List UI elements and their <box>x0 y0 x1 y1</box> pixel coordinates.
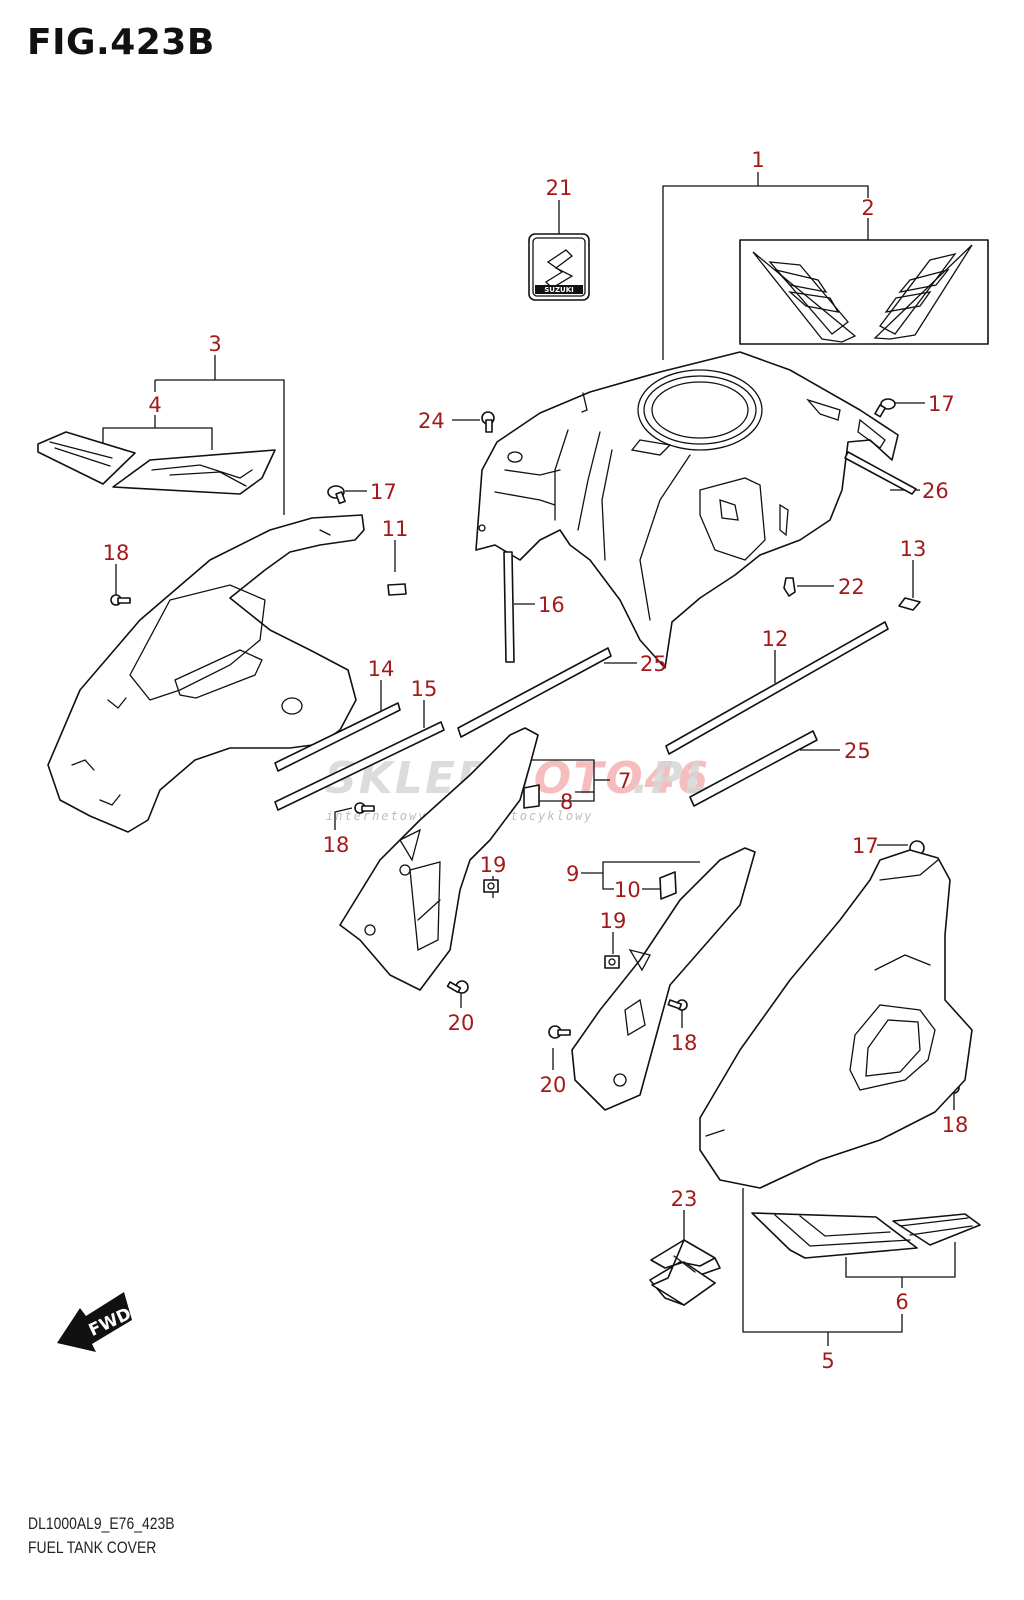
screw-part-20-b[interactable] <box>548 1025 571 1039</box>
callout-5[interactable]: 5 <box>821 1349 834 1373</box>
strip-part-12[interactable] <box>665 621 889 755</box>
left-side-panel-part-7[interactable] <box>339 727 539 991</box>
callout-10[interactable]: 10 <box>614 878 641 902</box>
callout-14[interactable]: 14 <box>368 657 395 681</box>
left-inner-panel-part-3[interactable] <box>47 514 365 833</box>
callout-19-a[interactable]: 19 <box>480 853 507 877</box>
callout-17-a[interactable]: 17 <box>370 480 397 504</box>
callout-labels: 1 2 3 4 5 6 7 8 9 10 11 12 13 14 15 16 1… <box>103 148 969 1373</box>
suzuki-s-decal-part-23[interactable] <box>649 1239 721 1306</box>
callout-21[interactable]: 21 <box>546 176 573 200</box>
callout-18-d[interactable]: 18 <box>942 1113 969 1137</box>
callout-19-b[interactable]: 19 <box>600 909 627 933</box>
figure-title: FIG.423B <box>27 22 215 63</box>
callout-11[interactable]: 11 <box>382 517 409 541</box>
callout-9[interactable]: 9 <box>566 862 579 886</box>
screw-part-17-b[interactable] <box>874 398 896 418</box>
callout-18-c[interactable]: 18 <box>671 1031 698 1055</box>
callout-6[interactable]: 6 <box>895 1290 908 1314</box>
callout-25-a[interactable]: 25 <box>640 652 667 676</box>
watermark: SKLEP MOTO46 .PL internetowy sklep motoc… <box>325 753 713 823</box>
callout-17-b[interactable]: 17 <box>928 392 955 416</box>
clip-part-24[interactable] <box>481 411 495 433</box>
tank-decal-set-part-2[interactable] <box>739 239 989 345</box>
arrow-left-down-icon <box>57 1292 132 1352</box>
screw-part-17-a[interactable] <box>327 485 346 505</box>
screw-part-18-a[interactable] <box>110 594 131 606</box>
leader-lines <box>102 172 956 1346</box>
strip-part-15[interactable] <box>274 721 445 811</box>
callout-20-a[interactable]: 20 <box>448 1011 475 1035</box>
strip-part-14[interactable] <box>274 702 401 772</box>
suzuki-emblem-part-21[interactable]: SUZUKI <box>528 233 590 301</box>
right-decal-set-part-6[interactable] <box>751 1212 981 1259</box>
strip-part-16[interactable] <box>503 551 515 663</box>
right-side-frame-part-9[interactable] <box>571 847 756 1111</box>
callout-7[interactable]: 7 <box>618 769 631 793</box>
callout-24[interactable]: 24 <box>418 409 445 433</box>
callout-16[interactable]: 16 <box>538 593 565 617</box>
callout-2[interactable]: 2 <box>861 196 874 220</box>
callout-1[interactable]: 1 <box>751 148 764 172</box>
callout-18-a[interactable]: 18 <box>103 541 130 565</box>
callout-20-b[interactable]: 20 <box>540 1073 567 1097</box>
callout-22[interactable]: 22 <box>838 575 865 599</box>
emblem-text: SUZUKI <box>544 286 574 294</box>
pad-part-8[interactable] <box>523 784 540 809</box>
left-decal-set-part-4[interactable] <box>37 431 276 495</box>
strip-part-25-b[interactable] <box>689 730 818 807</box>
strip-part-25-a[interactable] <box>457 647 612 738</box>
callout-26[interactable]: 26 <box>922 479 949 503</box>
callout-18-b[interactable]: 18 <box>323 833 350 857</box>
pad-part-11[interactable] <box>387 583 407 596</box>
screw-part-20-a[interactable] <box>446 980 469 994</box>
callout-13[interactable]: 13 <box>900 537 927 561</box>
strip-part-26[interactable] <box>844 451 917 495</box>
callout-4[interactable]: 4 <box>148 393 161 417</box>
nut-part-19-b[interactable] <box>604 955 620 969</box>
figure-name: FUEL TANK COVER <box>28 1538 157 1557</box>
screw-part-18-b[interactable] <box>354 802 375 814</box>
right-side-cover-part-5[interactable] <box>0 0 973 1189</box>
nut-part-19-a[interactable] <box>483 879 499 893</box>
callout-3[interactable]: 3 <box>208 332 221 356</box>
clip-part-22[interactable] <box>783 577 796 597</box>
fwd-direction-arrow: FWD <box>57 1292 135 1352</box>
pad-part-10[interactable] <box>659 871 677 900</box>
screw-part-18-c[interactable] <box>667 999 688 1011</box>
pad-part-13[interactable] <box>898 597 921 611</box>
figure-code: DL1000AL9_E76_423B <box>28 1514 175 1533</box>
fuel-tank-cover-part-1[interactable] <box>475 351 899 669</box>
callout-17-c[interactable]: 17 <box>852 834 879 858</box>
callout-25-b[interactable]: 25 <box>844 739 871 763</box>
callout-8[interactable]: 8 <box>560 790 573 814</box>
callout-23[interactable]: 23 <box>671 1187 698 1211</box>
callout-15[interactable]: 15 <box>411 677 438 701</box>
callout-12[interactable]: 12 <box>762 627 789 651</box>
